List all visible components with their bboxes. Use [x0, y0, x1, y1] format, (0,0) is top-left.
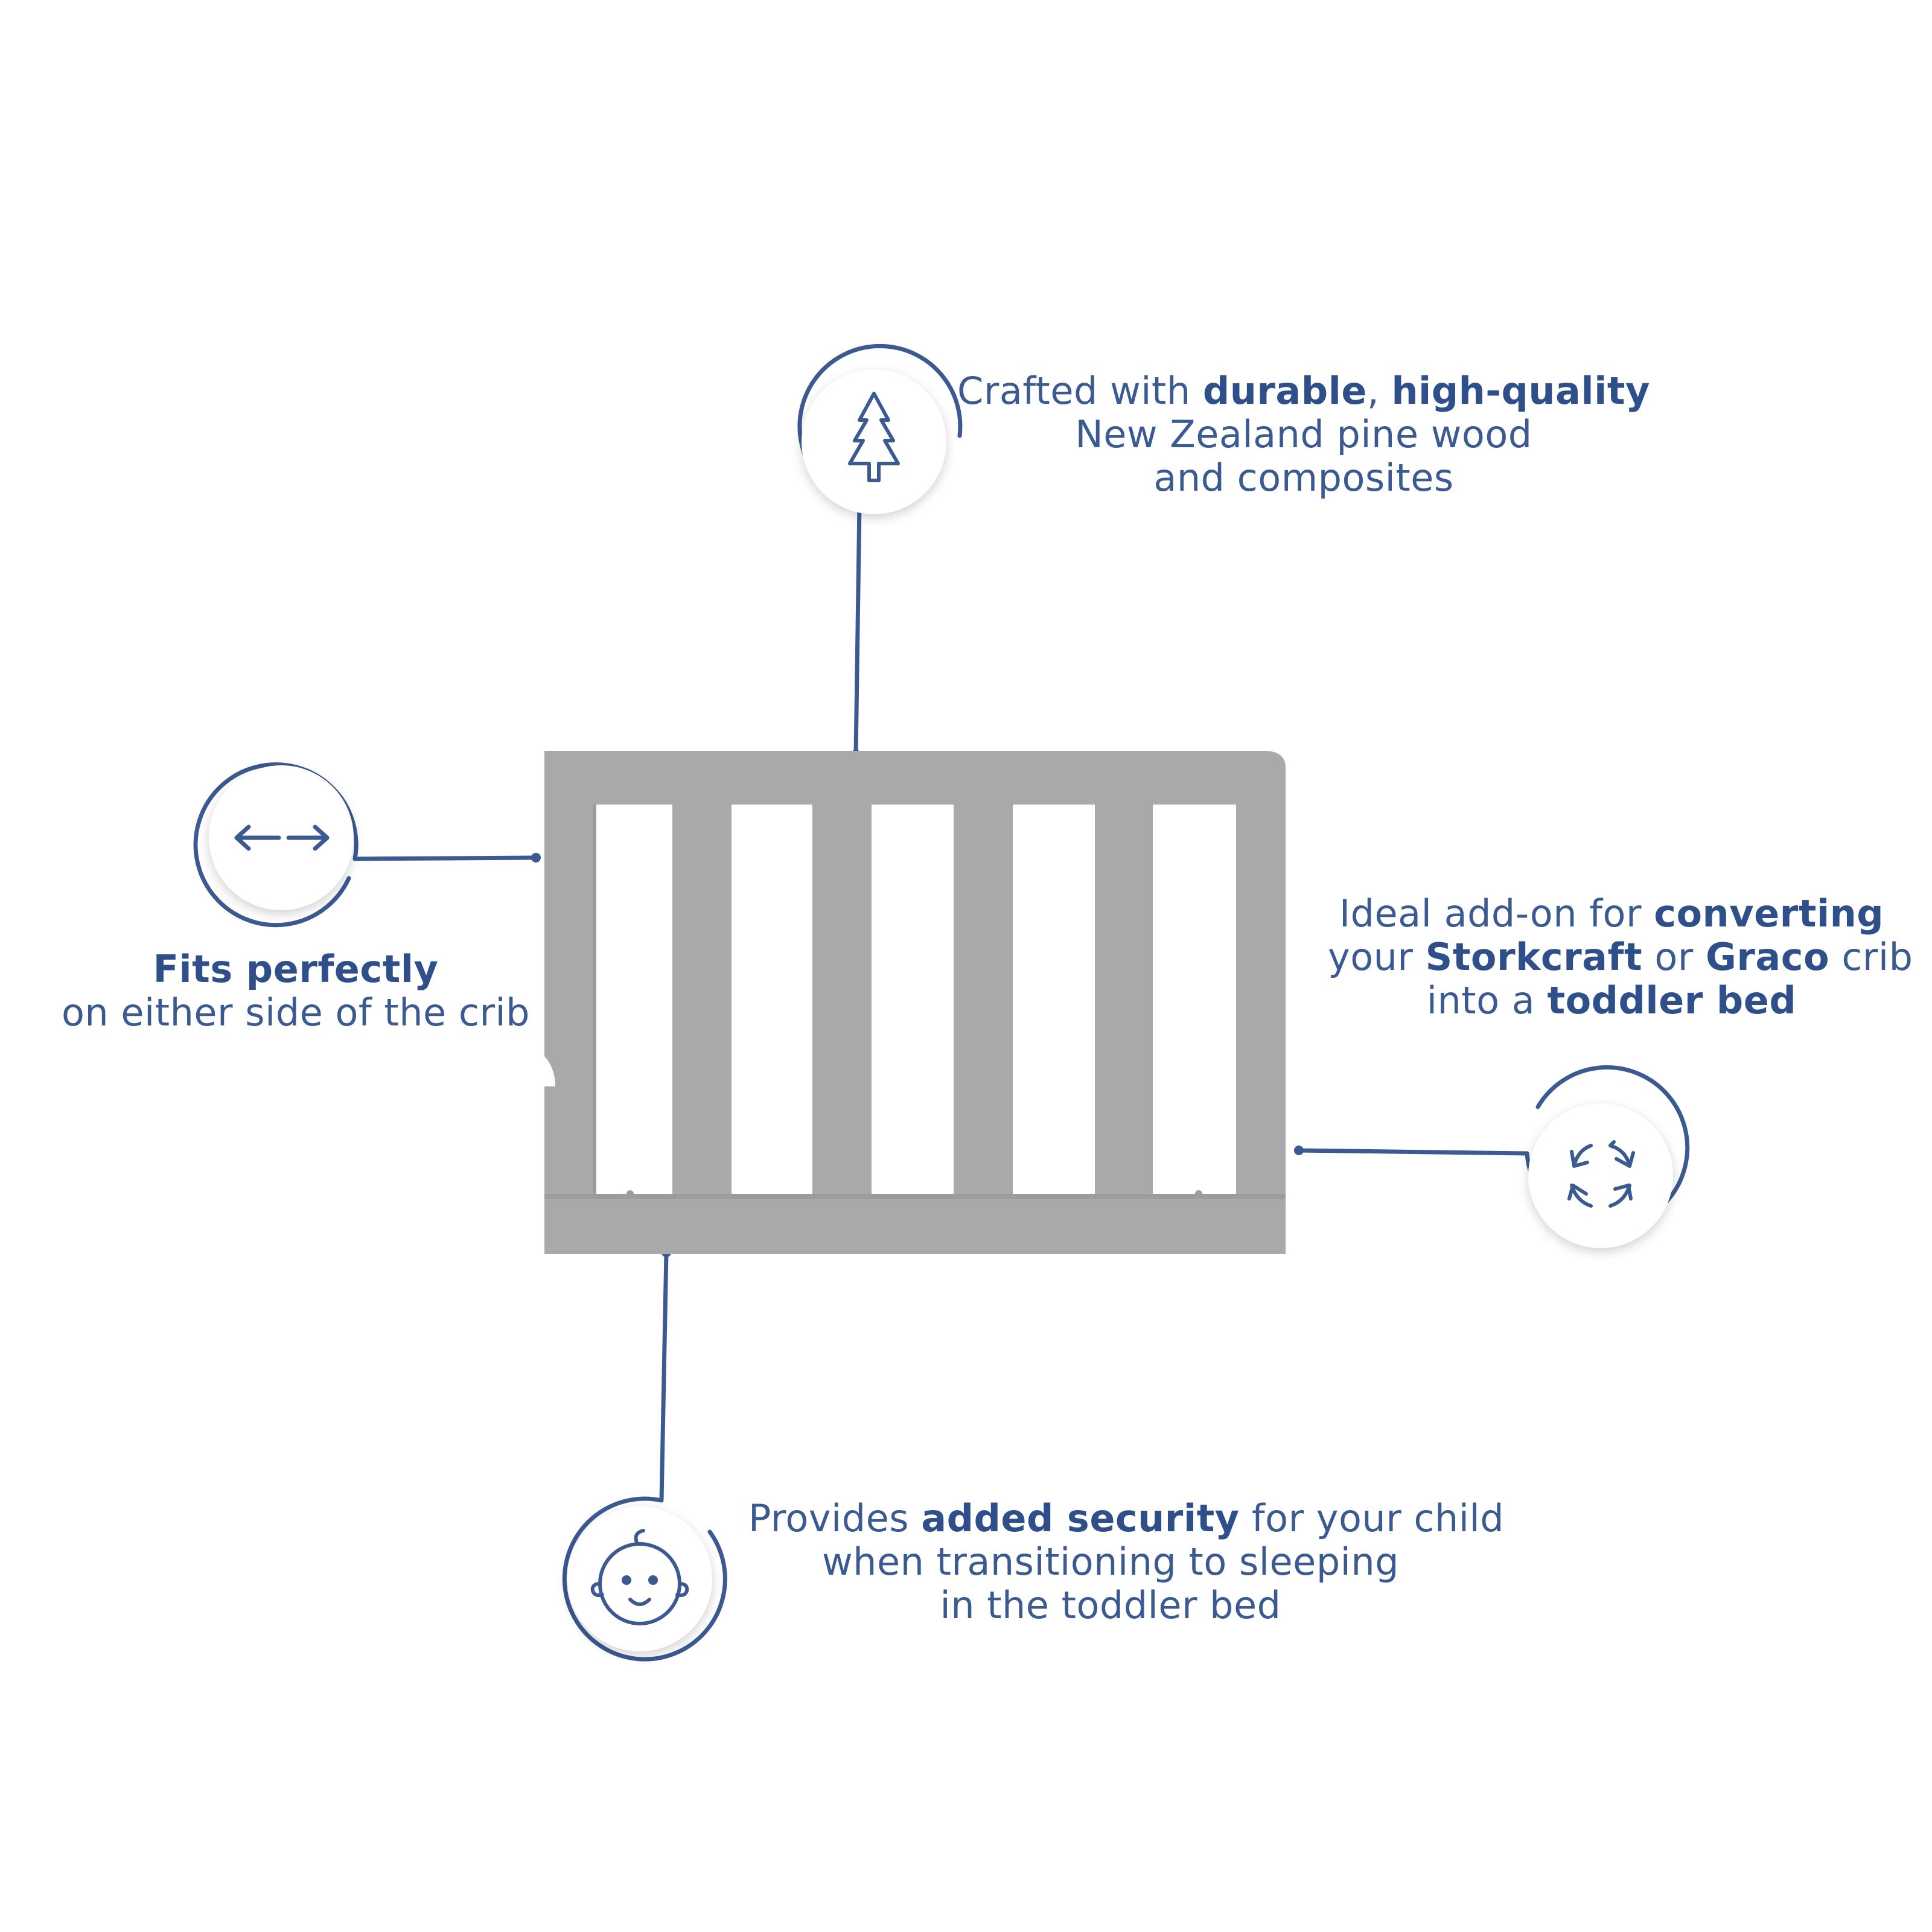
- convert-text-pre: Ideal add-on for: [1339, 891, 1654, 936]
- connector-wood: [853, 502, 862, 757]
- connector-fit: [352, 855, 538, 861]
- wood-badge: [802, 369, 946, 514]
- security-caption: Provides added security for your child w…: [748, 1496, 1504, 1627]
- security-badge: [567, 1506, 712, 1651]
- wood-caption: Crafted with durable, high-quality New Z…: [954, 369, 1654, 500]
- convert-text-crib: crib: [1829, 935, 1913, 979]
- convert-text-storkcraft: Storkcraft: [1425, 935, 1643, 979]
- double-arrow-icon: [234, 824, 330, 851]
- wood-caption-line2: New Zealand pine wood: [1075, 412, 1532, 456]
- fit-text-bold: Fits perfectly: [153, 947, 439, 991]
- convert-text-graco: Graco: [1705, 935, 1830, 979]
- wood-text-comma: ,: [1366, 369, 1392, 413]
- wood-caption-line1: Crafted with durable, high-quality: [954, 369, 1654, 413]
- convert-text-converting: converting: [1654, 891, 1884, 936]
- wood-text-pre: Crafted with: [957, 369, 1203, 413]
- convert-badge: [1528, 1103, 1673, 1248]
- fit-caption-line2: on either side of the crib: [61, 990, 531, 1035]
- convert-text-toddler-bed: toddler bed: [1547, 978, 1797, 1022]
- convert-caption-line1: Ideal add-on for converting: [1328, 892, 1895, 936]
- refresh-arrows-icon: [1567, 1140, 1635, 1208]
- security-text-pre: Provides: [748, 1496, 922, 1540]
- security-caption-line2: when transitioning to sleeping: [821, 1540, 1400, 1584]
- wood-text-high-quality: high-quality: [1391, 369, 1650, 413]
- convert-caption-line3: into a toddler bed: [1328, 979, 1895, 1022]
- fit-badge: [209, 765, 354, 910]
- security-text-added-security: added security: [921, 1496, 1240, 1540]
- fit-caption-line1: Fits perfectly: [48, 948, 543, 991]
- security-text-post: for your child: [1239, 1496, 1505, 1540]
- wood-text-durable: durable: [1202, 369, 1367, 413]
- convert-caption: Ideal add-on for converting your Storkcr…: [1328, 892, 1913, 1022]
- connector-dot-convert: [1294, 1146, 1304, 1155]
- convert-text-your: your: [1328, 935, 1426, 979]
- convert-text-into-a: into a: [1426, 978, 1548, 1022]
- convert-caption-line2: your Storkcraft or Graco crib: [1328, 935, 1913, 979]
- connector-security: [659, 1250, 669, 1503]
- pine-tree-icon: [848, 392, 900, 482]
- fit-caption: Fits perfectly on either side of the cri…: [48, 948, 543, 1035]
- connector-dot-fit: [531, 853, 541, 862]
- connector-convert: [1296, 1148, 1529, 1156]
- convert-text-or: or: [1642, 935, 1706, 979]
- ring-security: [562, 1496, 727, 1662]
- security-caption-line3: in the toddler bed: [940, 1583, 1281, 1627]
- baby-face-icon: [590, 1529, 689, 1625]
- security-caption-line1: Provides added security for your child: [748, 1496, 1504, 1540]
- wood-caption-line3: and composites: [1153, 456, 1454, 500]
